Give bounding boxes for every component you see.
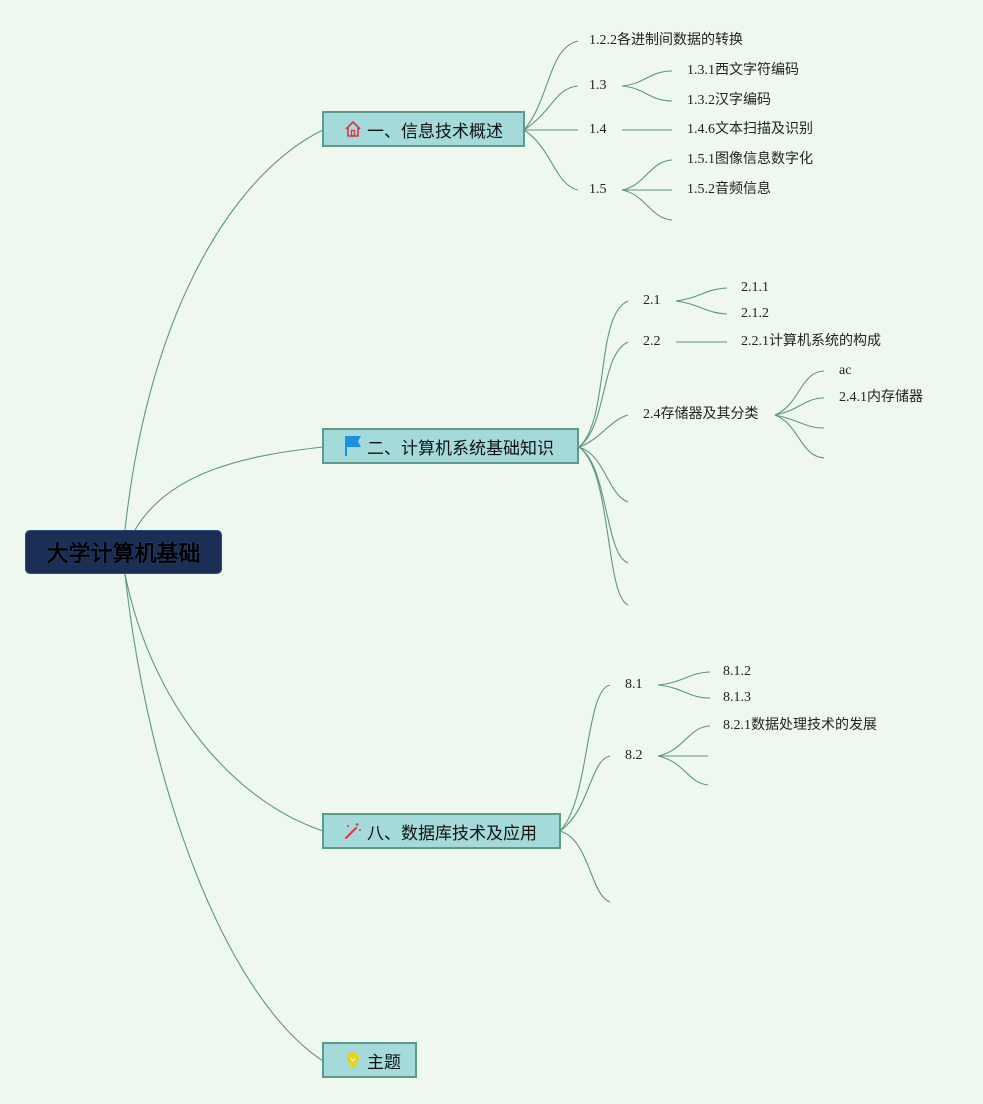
link-t2-24: [578, 414, 629, 448]
link-81-812: [657, 671, 711, 686]
flag-icon: [342, 435, 364, 457]
link-21-212: [675, 300, 728, 315]
node-2-4[interactable]: 2.4存储器及其分类: [643, 407, 759, 422]
node-1-5-1[interactable]: 1.5.1图像信息数字化: [687, 152, 813, 167]
link-t2-e2: [578, 446, 629, 564]
link-t1-122: [523, 40, 579, 131]
node-1-3-1[interactable]: 1.3.1西文字符编码: [687, 63, 799, 78]
node-8-1-3[interactable]: 8.1.3: [723, 690, 751, 705]
node-2-1-2[interactable]: 2.1.2: [741, 306, 769, 321]
topic-label: 二、计算机系统基础知识: [367, 438, 554, 459]
link-t2-21: [578, 300, 629, 448]
node-1-2-2[interactable]: 1.2.2各进制间数据的转换: [589, 33, 743, 48]
link-t2-e3: [578, 446, 629, 606]
link-t3-e: [559, 830, 611, 903]
node-2-1[interactable]: 2.1: [643, 293, 661, 308]
link-t2-22: [578, 341, 629, 448]
link-13-131: [621, 70, 673, 87]
node-1-4-6[interactable]: 1.4.6文本扫描及识别: [687, 122, 813, 137]
node-8-2[interactable]: 8.2: [625, 748, 643, 763]
root-topic[interactable]: 大学计算机基础: [25, 530, 222, 574]
node-1-3-2[interactable]: 1.3.2汉字编码: [687, 93, 771, 108]
magic-wand-icon: [342, 820, 364, 842]
lightbulb-icon: [342, 1049, 364, 1071]
node-1-4[interactable]: 1.4: [589, 122, 607, 137]
topic-info-tech[interactable]: 一、信息技术概述: [322, 111, 525, 147]
topic-theme[interactable]: 主题: [322, 1042, 417, 1078]
node-2-4-1[interactable]: 2.4.1内存储器: [839, 390, 923, 405]
node-ac[interactable]: ac: [839, 363, 852, 378]
topic-label: 主题: [367, 1052, 401, 1073]
link-root-topic1: [124, 129, 324, 531]
node-2-1-1[interactable]: 2.1.1: [741, 280, 769, 295]
link-24-e2: [774, 414, 825, 459]
topic-label: 一、信息技术概述: [367, 121, 503, 142]
link-t2-e1: [578, 446, 629, 503]
link-root-topic2: [134, 446, 324, 531]
node-2-2[interactable]: 2.2: [643, 334, 661, 349]
link-t3-82: [559, 755, 611, 832]
topic-label: 八、数据库技术及应用: [367, 823, 537, 844]
node-8-2-1[interactable]: 8.2.1数据处理技术的发展: [723, 718, 877, 733]
link-13-132: [621, 85, 673, 102]
link-21-211: [675, 287, 728, 302]
link-82-e2: [657, 755, 709, 786]
topic-computer-system[interactable]: 二、计算机系统基础知识: [322, 428, 579, 464]
link-t1-13: [523, 85, 579, 131]
link-root-topic4: [124, 573, 324, 1062]
node-8-1-2[interactable]: 8.1.2: [723, 664, 751, 679]
node-8-1[interactable]: 8.1: [625, 677, 643, 692]
link-15-151: [621, 159, 673, 191]
root-label: 大学计算机基础: [46, 542, 201, 567]
node-2-2-1[interactable]: 2.2.1计算机系统的构成: [741, 334, 881, 349]
node-1-5[interactable]: 1.5: [589, 182, 607, 197]
topic-database[interactable]: 八、数据库技术及应用: [322, 813, 561, 849]
link-t3-81: [559, 684, 611, 832]
node-1-3[interactable]: 1.3: [589, 78, 607, 93]
node-1-5-2[interactable]: 1.5.2音频信息: [687, 182, 771, 197]
link-82-821: [657, 725, 711, 757]
link-t1-15: [523, 129, 579, 191]
house-icon: [342, 118, 364, 140]
link-81-813: [657, 684, 711, 699]
link-24-e1: [774, 414, 825, 429]
link-15-empty: [621, 189, 673, 221]
link-root-topic3: [124, 573, 324, 832]
link-24-241: [774, 397, 825, 416]
link-24-ac: [774, 370, 825, 416]
